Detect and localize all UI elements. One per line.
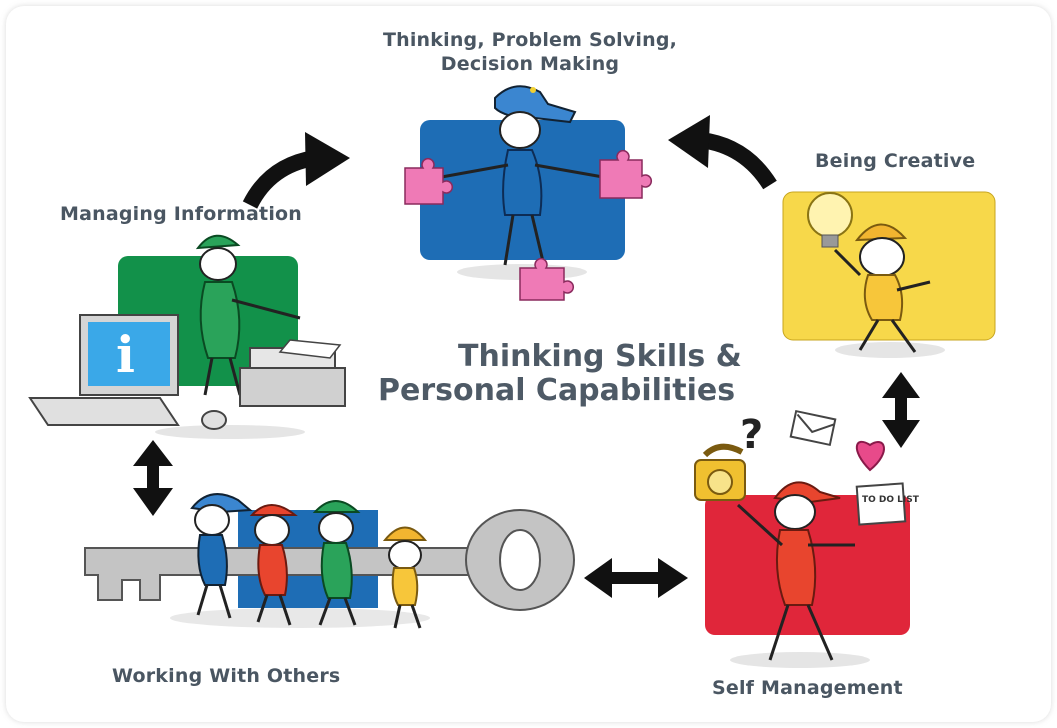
node-working: [84, 493, 575, 629]
computer-monitor-icon: [79, 314, 179, 396]
mouse-icon: [201, 410, 227, 430]
arrow-working-self: [584, 558, 688, 598]
arrow-managing-to-thinking: [242, 132, 350, 209]
label-thinking: Thinking, Problem Solving, Decision Maki…: [345, 28, 715, 76]
node-self: ? TO DO LIST: [694, 409, 920, 668]
node-creative: [782, 191, 996, 358]
node-thinking: [404, 85, 652, 301]
question-mark-icon: ?: [740, 412, 763, 458]
puzzle-piece-icon: [404, 150, 652, 301]
arrow-managing-working: [133, 440, 173, 516]
label-creative: Being Creative: [815, 150, 976, 172]
keyboard-icon: [28, 397, 180, 426]
printer-icon: [239, 339, 346, 407]
envelope-icon: [789, 409, 837, 447]
heart-icon: [855, 440, 885, 472]
label-thinking-line1: Thinking, Problem Solving,: [382, 29, 678, 51]
telephone-icon: [694, 443, 746, 501]
arrow-creative-self: [882, 372, 920, 448]
label-working: Working With Others: [112, 665, 341, 687]
label-managing: Managing Information: [60, 203, 303, 225]
center-title-line1: Thinking Skills &: [458, 339, 742, 374]
lightbulb-icon: [807, 192, 853, 248]
info-icon: i: [116, 325, 135, 384]
todo-list-icon: TO DO LIST: [855, 482, 920, 526]
center-title: Thinking Skills & Personal Capabilities: [378, 340, 798, 408]
team-figures: [190, 493, 428, 629]
node-managing: [28, 234, 346, 439]
label-self: Self Management: [712, 677, 903, 699]
arrow-creative-to-thinking: [668, 115, 777, 190]
label-thinking-line2: Decision Making: [440, 53, 620, 75]
center-title-line2: Personal Capabilities: [378, 373, 736, 408]
svg-text:TO DO LIST: TO DO LIST: [862, 495, 920, 505]
